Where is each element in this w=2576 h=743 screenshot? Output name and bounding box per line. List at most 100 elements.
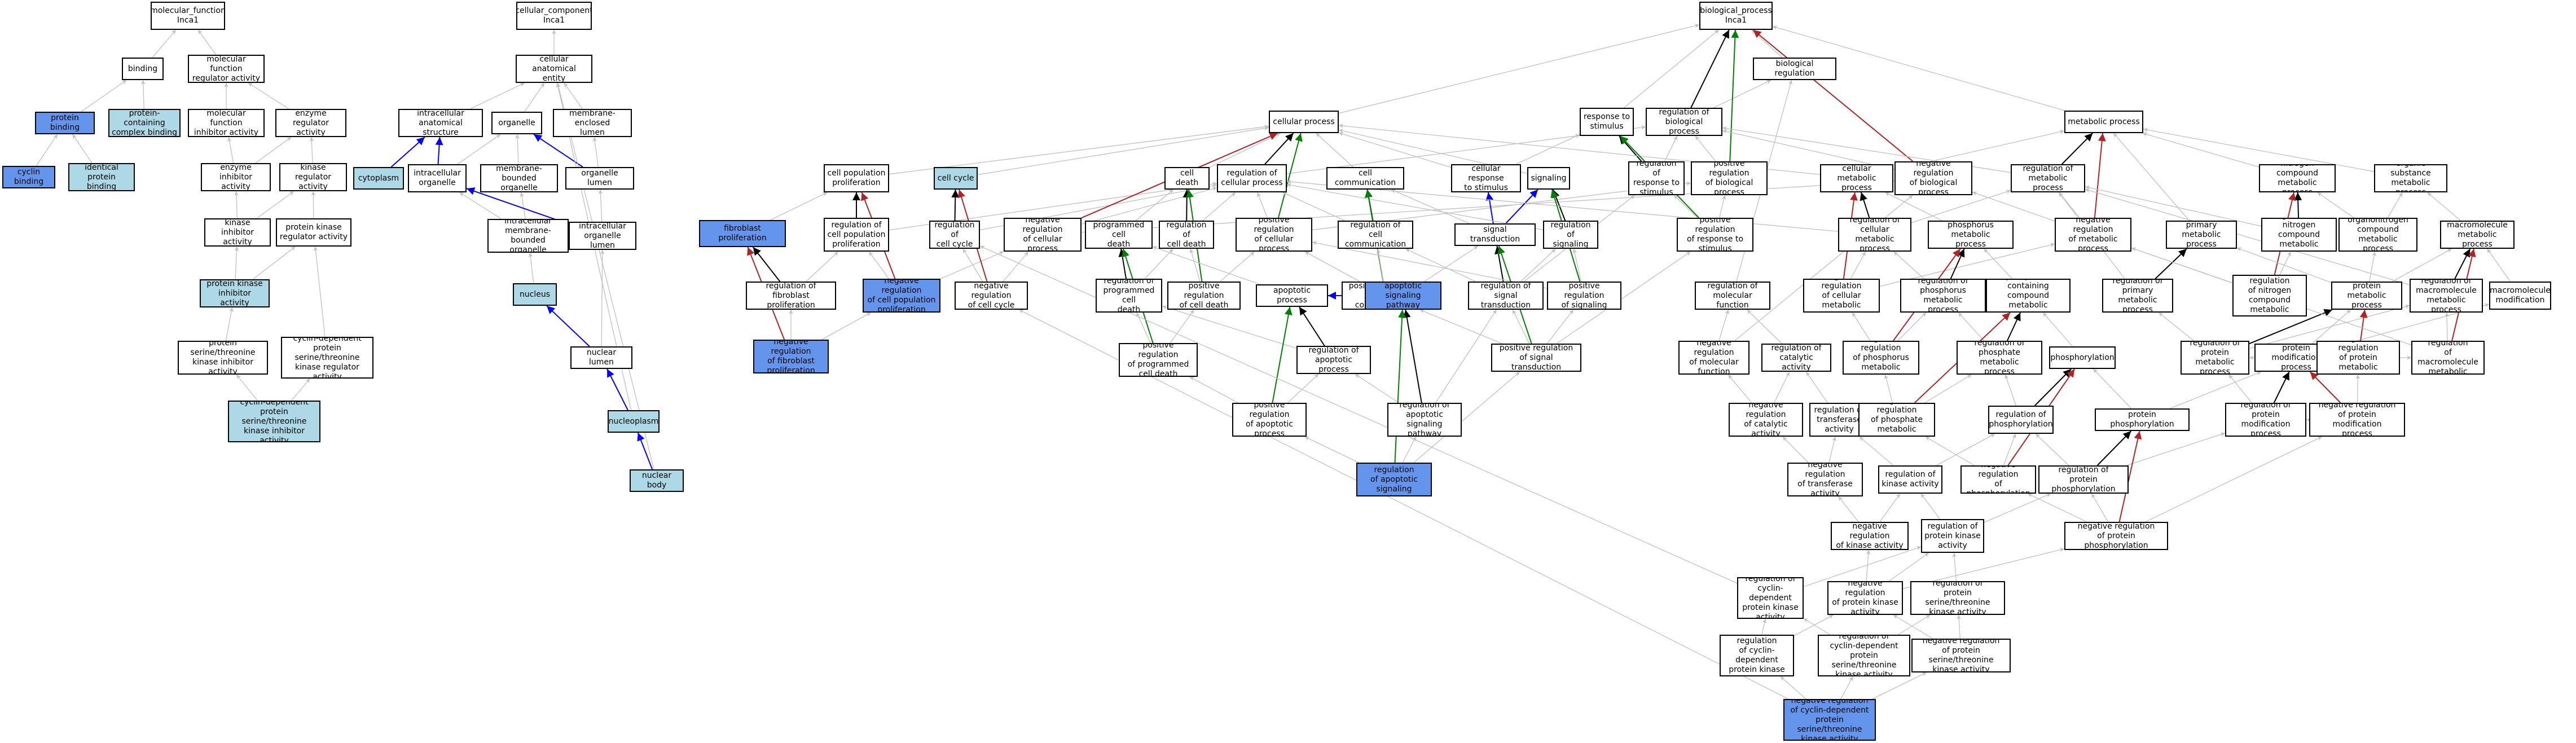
term-node-negative-regulation-of-molecular-function[interactable]: negative regulation of molecular functio… bbox=[1678, 341, 1749, 375]
term-node-phosphorus-metabolic-process[interactable]: phosphorus metabolic process bbox=[1928, 221, 2014, 249]
term-node-positive-regulation-of-cellular-process[interactable]: positive regulation of cellular process bbox=[1236, 218, 1312, 252]
term-node-organic-substance-metabolic-process[interactable]: organic substance metabolic process bbox=[2374, 164, 2447, 192]
term-node-regulation-of-protein-phosphorylation[interactable]: regulation of protein phosphorylation bbox=[2038, 465, 2129, 494]
term-node-protein-kinase-regulator-activity[interactable]: protein kinase regulator activity bbox=[276, 218, 351, 247]
term-node-cellular-response-to-stimulus[interactable]: cellular response to stimulus bbox=[1451, 164, 1521, 192]
term-node-negative-regulation-of-nitrogen-compound-metabolic-process[interactable]: negative regulation of nitrogen compound… bbox=[2232, 275, 2307, 316]
term-node-biological-regulation[interactable]: biological regulation bbox=[1753, 58, 1836, 80]
term-node-regulation-of-protein-metabolic-process[interactable]: regulation of protein metabolic process bbox=[2181, 341, 2249, 375]
term-node-membrane-enclosed-lumen[interactable]: membrane-enclosed lumen bbox=[553, 109, 632, 137]
term-node-response-to-stimulus[interactable]: response to stimulus bbox=[1580, 108, 1634, 136]
term-node-nitrogen-compound-metabolic-process[interactable]: nitrogen compound metabolic process bbox=[2259, 164, 2336, 192]
term-node-regulation-of-nitrogen-compound-metabolic-process[interactable]: regulation of nitrogen compound metaboli… bbox=[2261, 218, 2337, 252]
term-node-cdk-st-kinase-inhibitor-activity[interactable]: cyclin-dependent protein serine/threonin… bbox=[228, 401, 320, 442]
term-node-positive-regulation-of-signal-transduction[interactable]: positive regulation of signal transducti… bbox=[1491, 344, 1581, 372]
term-node-mf-inhibitor-activity[interactable]: molecular function inhibitor activity bbox=[188, 109, 265, 137]
term-node-regulation-of-macromolecule-metabolic-process[interactable]: regulation of macromolecule metabolic pr… bbox=[2410, 279, 2483, 313]
term-node-protein-kinase-inhibitor-activity[interactable]: protein kinase inhibitor activity bbox=[200, 279, 270, 307]
term-node-negative-regulation-of-protein-metabolic-process[interactable]: negative regulation of protein metabolic… bbox=[2316, 341, 2400, 375]
term-node-positive-regulation-of-signaling[interactable]: positive regulation of signaling bbox=[1547, 282, 1621, 310]
term-node-binding[interactable]: binding bbox=[122, 58, 164, 80]
term-node-regulation-of-response-to-stimulus[interactable]: regulation of response to stimulus bbox=[1628, 161, 1685, 195]
term-node-biological-process[interactable]: biological_process Inca1 bbox=[1699, 2, 1773, 30]
term-node-nucleoplasm[interactable]: nucleoplasm bbox=[608, 410, 660, 433]
term-node-intracellular-organelle-lumen[interactable]: intracellular organelle lumen bbox=[569, 222, 636, 250]
term-node-regulation-of-cell-communication[interactable]: regulation of cell communication bbox=[1338, 221, 1413, 249]
term-node-cdk-st-kinase-regulator-activity[interactable]: cyclin-dependent protein serine/threonin… bbox=[281, 337, 373, 379]
term-node-phosphate-containing-compound-metabolic-process[interactable]: phosphate-containing compound metabolic … bbox=[1986, 279, 2071, 313]
term-node-negative-regulation-of-catalytic-activity[interactable]: negative regulation of catalytic activit… bbox=[1729, 403, 1803, 437]
term-node-regulation-of-apoptotic-signaling-pathway[interactable]: regulation of apoptotic signaling pathwa… bbox=[1387, 403, 1462, 437]
term-node-negative-regulation-of-cell-population-proliferation[interactable]: negative regulation of cell population p… bbox=[863, 279, 940, 313]
term-node-protein-metabolic-process[interactable]: protein metabolic process bbox=[2331, 282, 2402, 310]
term-node-positive-regulation-of-biological-process[interactable]: positive regulation of biological proces… bbox=[1691, 161, 1768, 195]
term-node-fibroblast-proliferation[interactable]: fibroblast proliferation bbox=[699, 220, 786, 247]
term-node-regulation-of-biological-process[interactable]: regulation of biological process bbox=[1646, 108, 1722, 136]
term-node-regulation-of-cell-cycle[interactable]: regulation of cell cycle bbox=[929, 221, 980, 249]
term-node-nuclear-lumen[interactable]: nuclear lumen bbox=[570, 346, 632, 369]
term-node-negative-regulation-of-cell-cycle[interactable]: negative regulation of cell cycle bbox=[955, 282, 1028, 310]
term-node-regulation-of-programmed-cell-death[interactable]: regulation of programmed cell death bbox=[1096, 279, 1162, 313]
term-node-regulation-of-signal-transduction[interactable]: regulation of signal transduction bbox=[1468, 282, 1544, 310]
term-node-regulation-of-protein-kinase-activity[interactable]: regulation of protein kinase activity bbox=[1921, 519, 1984, 553]
term-node-cyclin-binding[interactable]: cyclin binding bbox=[2, 166, 55, 188]
term-node-regulation-of-cell-death[interactable]: regulation of cell death bbox=[1159, 221, 1214, 249]
term-node-regulation-of-cellular-process[interactable]: regulation of cellular process bbox=[1217, 164, 1287, 192]
term-node-signal-transduction[interactable]: signal transduction bbox=[1454, 223, 1536, 246]
term-node-cell-death[interactable]: cell death bbox=[1164, 167, 1210, 190]
term-node-regulation-of-cdk-kinase-activity[interactable]: regulation of cyclin-dependent protein k… bbox=[1737, 577, 1804, 619]
term-node-cellular-process[interactable]: cellular process bbox=[1269, 111, 1339, 133]
term-node-signaling[interactable]: signaling bbox=[1527, 167, 1570, 190]
term-node-positive-regulation-of-cell-death[interactable]: positive regulation of cell death bbox=[1167, 282, 1241, 310]
term-node-negative-regulation-of-kinase-activity[interactable]: negative regulation of kinase activity bbox=[1831, 522, 1909, 550]
term-node-positive-regulation-of-programmed-cell-death[interactable]: positive regulation of programmed cell d… bbox=[1119, 343, 1198, 377]
term-node-molecular-function[interactable]: molecular_function Inca1 bbox=[151, 2, 225, 30]
term-node-kinase-inhibitor-activity[interactable]: kinase inhibitor activity bbox=[204, 218, 271, 247]
term-node-cellular-component[interactable]: cellular_component Inca1 bbox=[516, 2, 592, 30]
term-node-positive-regulation-of-apoptotic-process[interactable]: positive regulation of apoptotic process bbox=[1232, 403, 1307, 437]
term-node-positive-regulation-of-response-to-stimulus[interactable]: positive regulation of response to stimu… bbox=[1677, 218, 1753, 252]
term-node-cell-communication[interactable]: cell communication bbox=[1326, 167, 1404, 190]
term-node-protein-containing-complex-binding[interactable]: protein-containing complex binding bbox=[108, 109, 181, 137]
term-node-macromolecule-modification[interactable]: macromolecule modification bbox=[2489, 282, 2551, 310]
term-node-regulation-of-cellular-metabolic-process[interactable]: regulation of cellular metabolic process bbox=[1838, 218, 1911, 252]
term-node-nucleus[interactable]: nucleus bbox=[513, 283, 557, 306]
term-node-cytoplasm[interactable]: cytoplasm bbox=[353, 167, 404, 190]
term-node-negative-regulation-of-protein-st-kinase-activity[interactable]: negative regulation of protein serine/th… bbox=[1911, 639, 2011, 672]
term-node-negative-regulation-of-protein-phosphorylation[interactable]: negative regulation of protein phosphory… bbox=[2064, 522, 2168, 550]
term-node-negative-regulation-of-biological-process[interactable]: negative regulation of biological proces… bbox=[1894, 161, 1972, 195]
term-node-nuclear-body[interactable]: nuclear body bbox=[630, 469, 684, 492]
term-node-regulation-of-signaling[interactable]: regulation of signaling bbox=[1543, 221, 1598, 249]
term-node-phosphorylation[interactable]: phosphorylation bbox=[2049, 346, 2116, 369]
term-node-regulation-of-metabolic-process[interactable]: regulation of metabolic process bbox=[2011, 164, 2085, 192]
term-node-regulation-of-molecular-function[interactable]: regulation of molecular function bbox=[1695, 282, 1770, 310]
term-node-negative-regulation-of-cdk-st-kinase-activity[interactable]: negative regulation of cyclin-dependent … bbox=[1783, 699, 1876, 741]
term-node-enzyme-regulator-activity[interactable]: enzyme regulator activity bbox=[275, 109, 346, 137]
term-node-negative-regulation-of-cellular-process[interactable]: negative regulation of cellular process bbox=[1004, 218, 1082, 252]
term-node-regulation-of-primary-metabolic-process[interactable]: regulation of primary metabolic process bbox=[2102, 279, 2173, 313]
term-node-regulation-of-apoptotic-process[interactable]: regulation of apoptotic process bbox=[1296, 346, 1371, 374]
term-node-negative-regulation-of-phosphorus-metabolic-process[interactable]: negative regulation of phosphorus metabo… bbox=[1843, 341, 1919, 375]
term-node-negative-regulation-of-metabolic-process[interactable]: negative regulation of metabolic process bbox=[2055, 218, 2131, 252]
term-node-metabolic-process[interactable]: metabolic process bbox=[2064, 111, 2143, 133]
term-node-regulation-of-protein-st-kinase-activity[interactable]: regulation of protein serine/threonine k… bbox=[1910, 581, 2005, 615]
term-node-protein-phosphorylation[interactable]: protein phosphorylation bbox=[2095, 408, 2190, 431]
term-node-regulation-of-protein-modification-process[interactable]: regulation of protein modification proce… bbox=[2225, 403, 2306, 437]
term-node-negative-regulation-of-cellular-metabolic-process[interactable]: negative regulation of cellular metaboli… bbox=[1803, 279, 1880, 313]
term-node-primary-metabolic-process[interactable]: primary metabolic process bbox=[2166, 221, 2237, 249]
term-node-organelle[interactable]: organelle bbox=[491, 112, 542, 134]
term-node-macromolecule-metabolic-process[interactable]: macromolecule metabolic process bbox=[2440, 221, 2515, 249]
term-node-negative-regulation-of-fibroblast-proliferation[interactable]: negative regulation of fibroblast prolif… bbox=[753, 340, 829, 373]
term-node-programmed-cell-death[interactable]: programmed cell death bbox=[1085, 221, 1153, 249]
term-node-regulation-of-cdk-st-kinase-activity[interactable]: regulation of cyclin-dependent protein s… bbox=[1818, 635, 1910, 676]
term-node-cell-cycle[interactable]: cell cycle bbox=[934, 167, 978, 190]
term-node-enzyme-inhibitor-activity[interactable]: enzyme inhibitor activity bbox=[201, 163, 271, 191]
term-node-organonitrogen-compound-metabolic-process[interactable]: organonitrogen compound metabolic proces… bbox=[2338, 218, 2417, 252]
term-node-intracellular-membrane-bounded-organelle[interactable]: intracellular membrane-bounded organelle bbox=[487, 219, 569, 253]
term-node-regulation-of-fibroblast-proliferation[interactable]: regulation of fibroblast proliferation bbox=[746, 282, 836, 310]
term-node-protein-st-kinase-inhibitor-activity[interactable]: protein serine/threonine kinase inhibito… bbox=[178, 341, 268, 375]
term-node-cellular-metabolic-process[interactable]: cellular metabolic process bbox=[1820, 164, 1893, 192]
term-node-kinase-regulator-activity[interactable]: kinase regulator activity bbox=[279, 163, 347, 191]
term-node-negative-regulation-of-cdk-kinase-activity[interactable]: negative regulation of cyclin-dependent … bbox=[1720, 635, 1794, 676]
term-node-cellular-anatomical-entity[interactable]: cellular anatomical entity bbox=[516, 55, 592, 83]
